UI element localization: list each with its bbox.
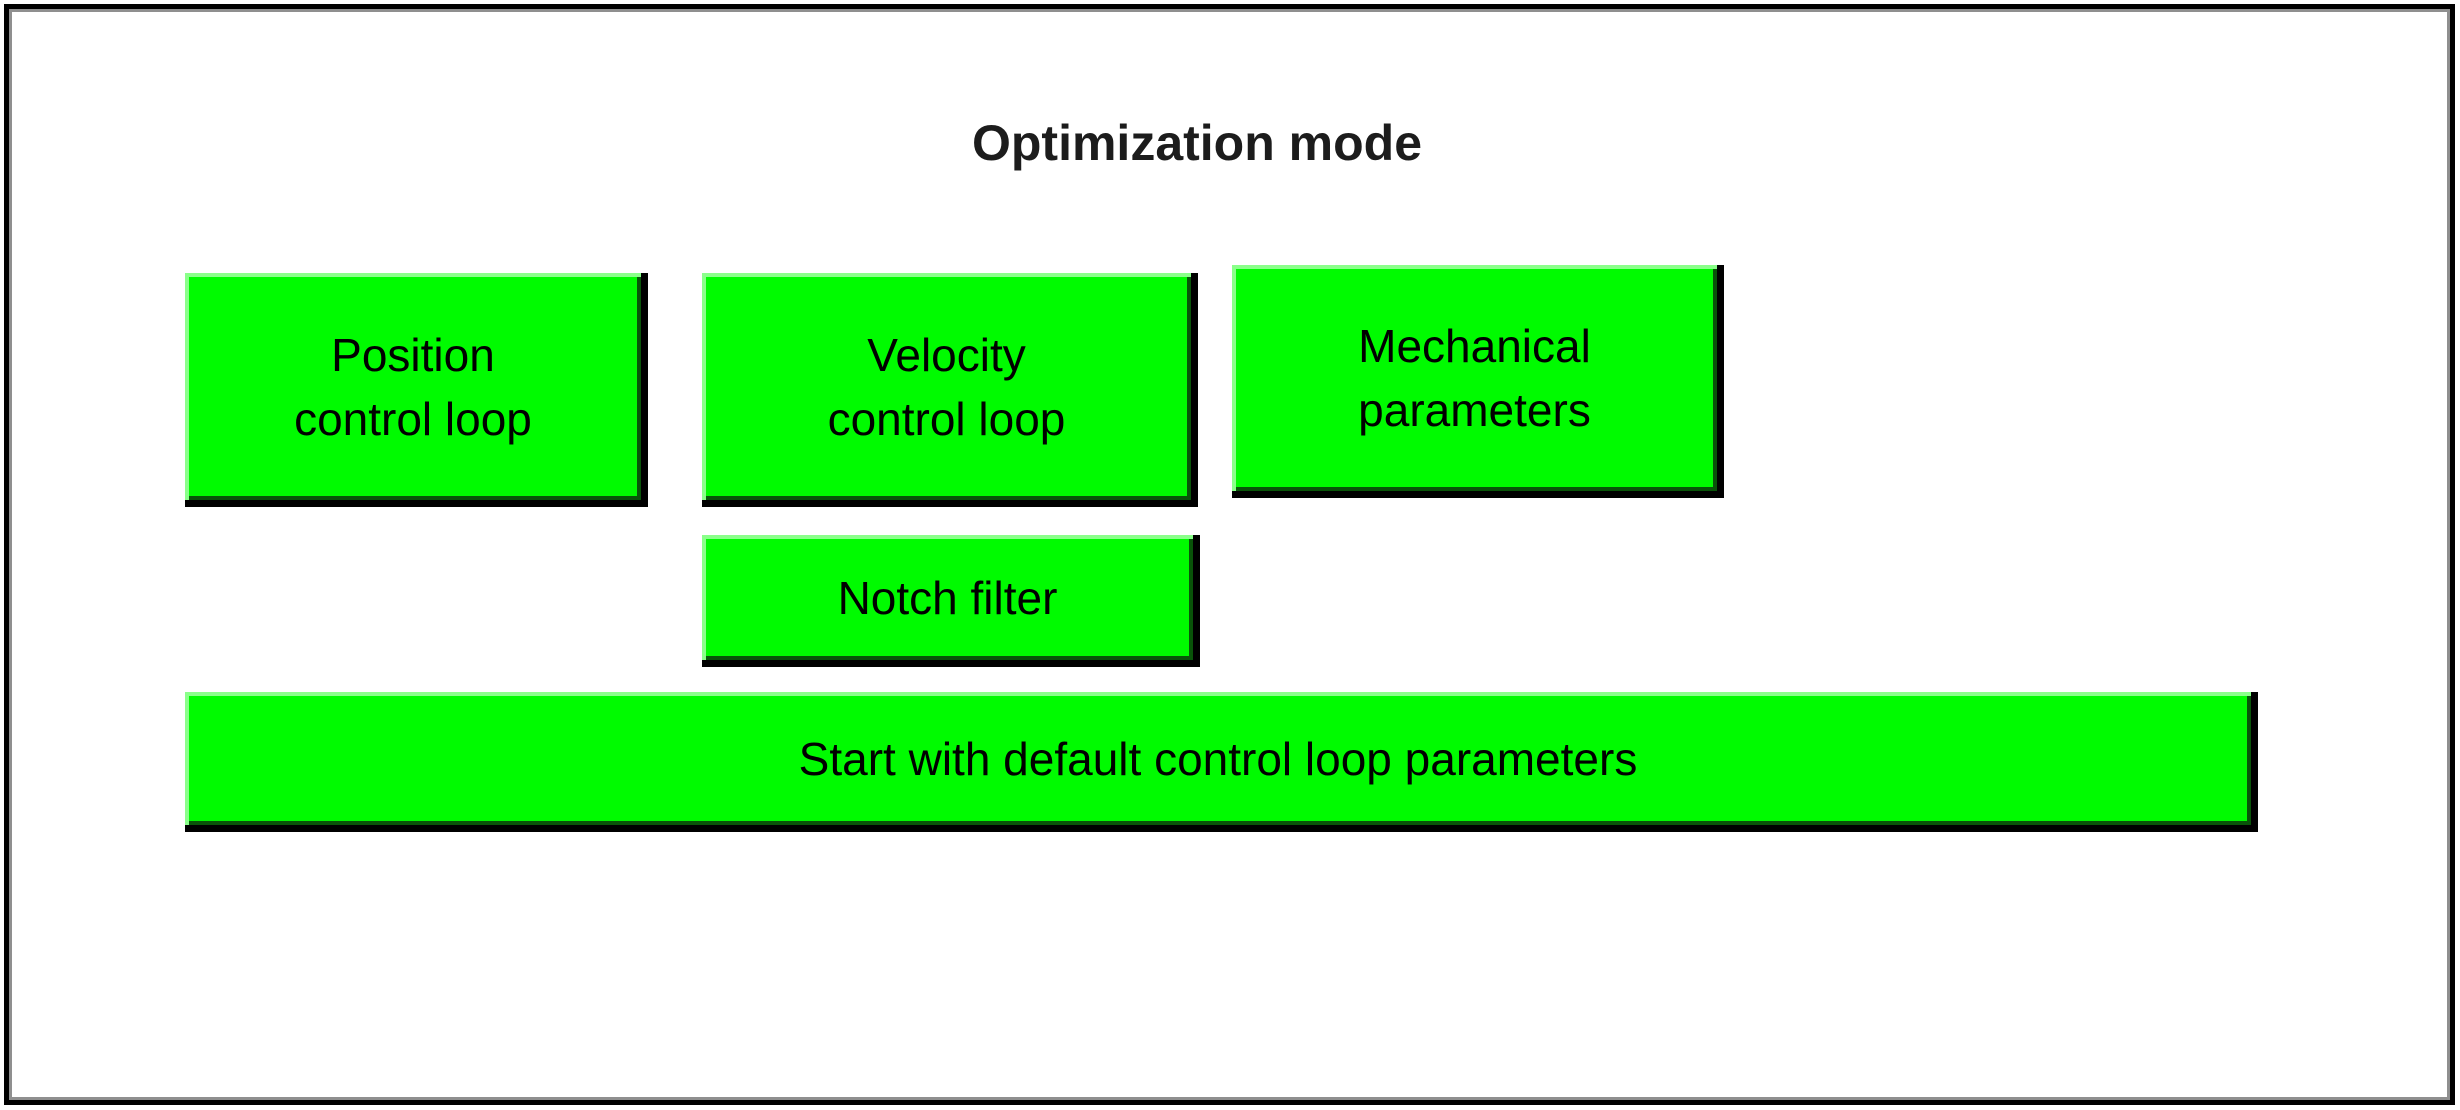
position-control-loop-button[interactable]: Position control loop — [185, 273, 648, 507]
velocity-control-loop-button[interactable]: Velocity control loop — [702, 273, 1198, 507]
mechanical-parameters-button[interactable]: Mechanical parameters — [1232, 265, 1724, 498]
notch-filter-button[interactable]: Notch filter — [702, 535, 1200, 667]
window-frame — [4, 4, 2455, 1105]
window-frame-inner-line — [9, 9, 2450, 1100]
start-default-parameters-button[interactable]: Start with default control loop paramete… — [185, 692, 2258, 832]
page-title: Optimization mode — [972, 115, 1422, 171]
